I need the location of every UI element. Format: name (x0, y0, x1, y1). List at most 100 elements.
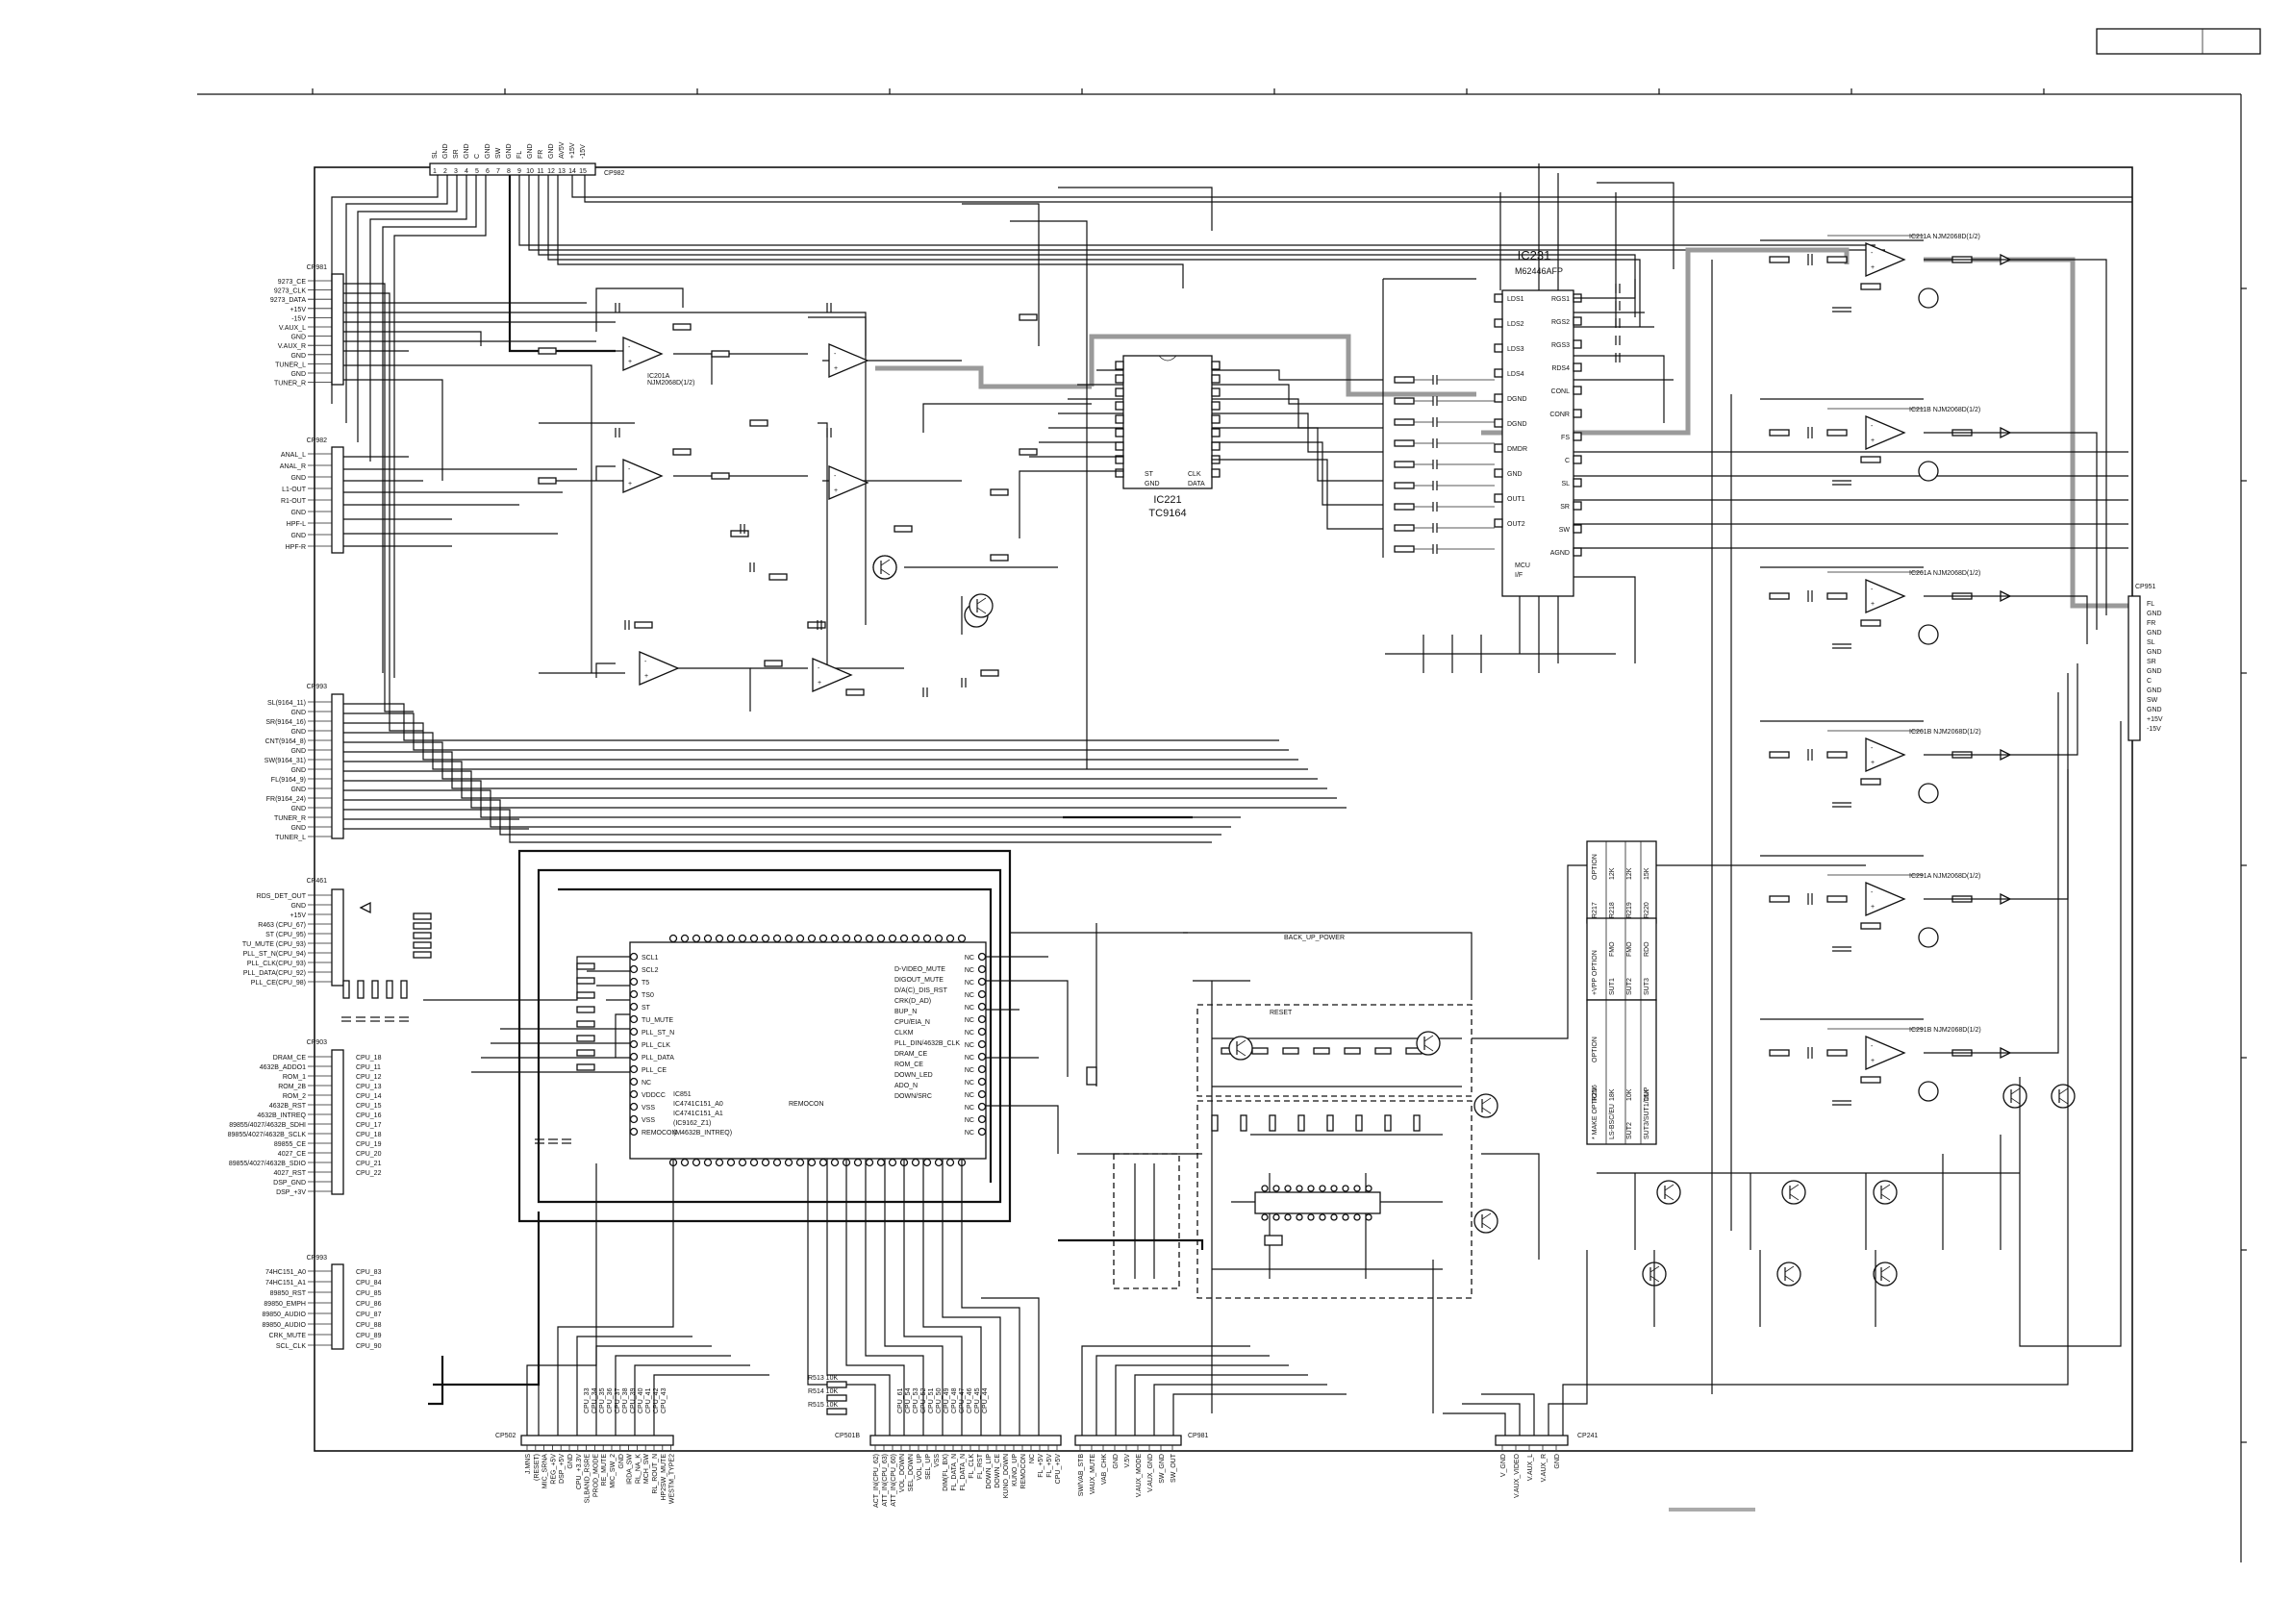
cpu-right-pin-label: NC (965, 1005, 974, 1012)
opamp-right-label: IC211A NJM2068D(1/2) (1909, 234, 1980, 240)
resistor (1769, 592, 1790, 600)
chip-pin (1261, 1213, 1269, 1221)
connector-pin-label: GND (290, 787, 306, 793)
transistor-mute (1918, 783, 1939, 804)
cp951-pin-label: +15V (2147, 716, 2163, 723)
transistor-mute (1918, 624, 1939, 645)
cp982-pin-label: +15V (569, 142, 576, 159)
connector-pin-label: RDS_DET_OUT (257, 893, 307, 900)
cpu-pin-left (629, 1039, 639, 1049)
connector-pin-label: GND (290, 767, 306, 774)
cpu-left-pin-label: VDDCC (642, 1092, 666, 1099)
connector-pin-label: DSP_+3V (276, 1189, 306, 1196)
cp982-pin-number: 7 (496, 168, 500, 175)
transistor-lead (1423, 1044, 1434, 1052)
cp903-name: CP903 (307, 1039, 328, 1046)
cpu-pin-bottom (876, 1158, 886, 1167)
resistor (1769, 751, 1790, 759)
cp903-cpu-pin: CPU_22 (356, 1170, 382, 1177)
opamp-right-label: IC261A NJM2068D(1/2) (1909, 570, 1980, 577)
crystal-x501 (1086, 1066, 1097, 1086)
resistor (1394, 482, 1415, 489)
ic221-pin (1211, 401, 1221, 411)
bottom-connector-label: CPU_+3.3V (576, 1454, 583, 1489)
cpu-pin-bottom (945, 1158, 955, 1167)
ic231-pin (1573, 501, 1582, 511)
cp501b-cpu-pin: CPU_46 (967, 1387, 973, 1413)
transistor-lead (1789, 1193, 1800, 1201)
ic231-right-pin-label: RDS4 (1551, 365, 1570, 372)
cp951-pin-label: SL (2147, 639, 2155, 646)
cpu-right-pin-label: NC (965, 955, 974, 962)
bottom-connector-label: REMOCON (1020, 1454, 1027, 1489)
chip-pin (1330, 1185, 1338, 1192)
ic231-pin (1573, 455, 1582, 464)
cp903-cpu-pin: CPU_14 (356, 1093, 382, 1100)
ic231-right-pin-label: CONR (1549, 412, 1570, 418)
cpu-pin-bottom (934, 1158, 944, 1167)
cp501b-cpu-pin: CPU_48 (951, 1387, 958, 1413)
connector-pin-label: PLL_CE(CPU_98) (251, 980, 306, 987)
cpu-line-1: IC4741C151_A0 (673, 1101, 723, 1108)
bottom-connector-label: MIC_SRNA (542, 1454, 549, 1489)
opamp-ic201a-part: NJM2068D(1/2) (647, 380, 694, 387)
connector-pin-label: 74HC151_A1 (265, 1280, 306, 1287)
cpu-pin-right (977, 1114, 987, 1124)
cpu-pin-bottom (715, 1158, 724, 1167)
bottom-connector-label: DSP_+5V (559, 1454, 566, 1484)
opamp-ic201a (622, 337, 664, 371)
transistor-lead (1664, 1193, 1674, 1201)
cpu-pin-left (629, 1089, 639, 1099)
resistor (400, 980, 408, 999)
cpu-pin-top (934, 934, 944, 943)
resistor (576, 977, 595, 985)
chip-pin (1272, 1185, 1280, 1192)
cpu-pin-left (629, 952, 639, 962)
connector-pin-label: +15V (290, 307, 306, 313)
option-table-cell: R216 (1592, 1085, 1599, 1101)
resistor-label: R515 10K (808, 1402, 838, 1409)
cpu-pin-right (977, 1102, 987, 1112)
connector-pin-label: +15V (290, 912, 306, 919)
ic221-pin (1211, 428, 1221, 437)
transistor-mute (1918, 287, 1939, 309)
cpu-pin-top (807, 934, 817, 943)
cpu-pin-top (668, 934, 678, 943)
bottom-connector-label: ATT_IN(CPU_60) (891, 1454, 897, 1507)
bottom-connector-label: WESTM_TYPE2 (669, 1454, 676, 1504)
option-table-cell: 15K (1644, 1088, 1650, 1101)
resistor (1860, 619, 1881, 627)
transistor-lead (976, 597, 987, 605)
resistor (1826, 256, 1848, 263)
resistor (1384, 1114, 1392, 1132)
connector-pin-label: ST (CPU_95) (265, 932, 306, 938)
cp951-pin-label: SR (2147, 659, 2156, 665)
option-table-cell: SUT2 (1626, 978, 1633, 995)
resistor (1394, 376, 1415, 384)
cp993b-cpu-pin: CPU_86 (356, 1301, 382, 1308)
transistor-lead (1481, 1107, 1492, 1114)
resistor (1344, 1047, 1361, 1055)
cp982-pin-label: GND (485, 143, 491, 159)
cpu-left-pin-label: TU_MUTE (642, 1017, 673, 1024)
resistor (1394, 418, 1415, 426)
bottom-connector-label: FL_+5V (1046, 1454, 1053, 1478)
opamp-ic201b (828, 343, 869, 378)
cpu-pin-left (629, 1027, 639, 1037)
resistor (1240, 1114, 1247, 1132)
ic221-data: DATA (1188, 481, 1205, 487)
cp951-pin-label: GND (2147, 630, 2162, 637)
ic231-right-pin-label: AGND (1550, 550, 1570, 557)
resistor-r51x (826, 1408, 847, 1415)
cp903-cpu-pin: CPU_15 (356, 1103, 382, 1110)
ic221-pin (1115, 441, 1124, 451)
resistor (711, 350, 730, 358)
resistor (672, 448, 692, 456)
connector-pin-label: V.AUX_L (279, 325, 306, 332)
connector-cp982-left: CP982 ANAL_LANAL_RGNDL1-OUTR1-OUTGNDHPF-… (280, 437, 344, 554)
option-table-cell: R220 (1644, 902, 1650, 918)
resistor (1769, 895, 1790, 903)
cpu-net-note: D-VIDEO_MUTE (894, 966, 945, 973)
